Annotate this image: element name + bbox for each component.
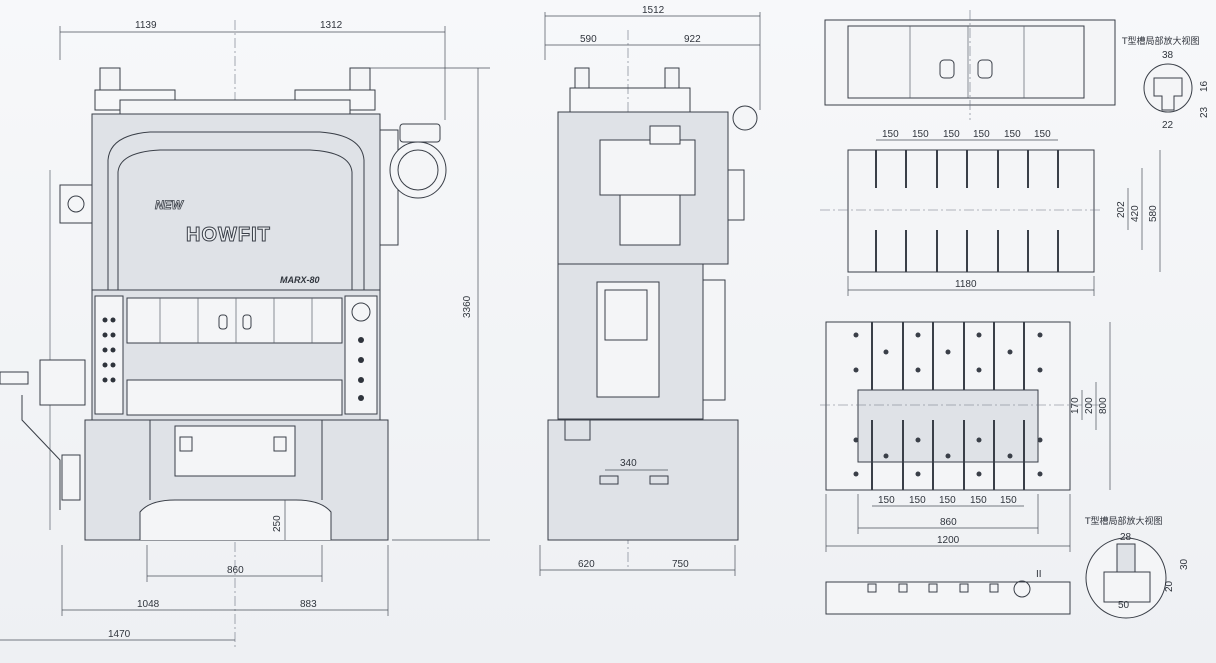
detail-title-lower: T型槽局部放大视图	[1084, 515, 1163, 527]
lower-width: 1200	[937, 535, 960, 546]
upper-width: 1180	[955, 279, 977, 290]
lower-height-2: 200	[1084, 397, 1095, 414]
detail-upper-dim-2: 16	[1199, 80, 1210, 92]
detail-upper-dim-1: 38	[1162, 50, 1174, 61]
upper-height-1: 202	[1116, 201, 1127, 218]
detail-title-upper: T型槽局部放大视图	[1121, 35, 1200, 47]
upper-pitch-6: 150	[1034, 129, 1051, 140]
detail-lower-dim-4: 50	[1118, 600, 1130, 611]
detail-lower-dim-2: 30	[1179, 558, 1190, 570]
dim-side-top-right: 922	[684, 34, 701, 45]
lower-pitch-2: 150	[909, 495, 926, 506]
badge-new-text: NEW	[155, 198, 185, 212]
dim-front-top-left: 1139	[135, 20, 157, 31]
dim-side-die: 340	[620, 458, 637, 469]
model-name-text: MARX-80	[280, 275, 320, 285]
dim-side-top-left: 590	[580, 34, 597, 45]
detail-upper-dim-3: 23	[1199, 106, 1210, 118]
upper-height-3: 580	[1148, 205, 1159, 222]
dim-front-top-right: 1312	[320, 20, 343, 31]
dim-front-bottom-right: 883	[300, 599, 317, 610]
dim-side-bottom-left: 620	[578, 559, 595, 570]
dim-front-height: 3360	[462, 295, 473, 318]
lower-pitch-1: 150	[878, 495, 895, 506]
dim-front-base: 860	[227, 565, 244, 576]
lower-pitch-4: 150	[970, 495, 987, 506]
lower-bolster: 150 150 150 150 150 170 200 800 860 1200…	[820, 321, 1190, 619]
brand-logo-text: HOWFIT	[186, 224, 271, 246]
lower-height-3: 800	[1098, 397, 1109, 414]
dim-front-250: 250	[272, 515, 283, 532]
detail-lower-dim-3: 20	[1164, 580, 1175, 592]
control-buttons	[102, 317, 364, 401]
lower-height-1: 170	[1070, 397, 1081, 414]
detail-lower-dim-1: 28	[1120, 532, 1132, 543]
bolster-holes	[853, 332, 1043, 477]
dim-side-bottom-right: 750	[672, 559, 689, 570]
lower-pitch-3: 150	[939, 495, 956, 506]
lower-pitch-5: 150	[1000, 495, 1017, 506]
lower-inner-width: 860	[940, 517, 957, 528]
upper-bolster: T型槽局部放大视图 38 16 23 22 150 150 150 150 15…	[820, 10, 1210, 296]
detail-mark: II	[1036, 569, 1042, 580]
detail-upper-dim-4: 22	[1162, 120, 1174, 131]
upper-pitch-2: 150	[912, 129, 929, 140]
upper-pitch-3: 150	[943, 129, 960, 140]
upper-pitch-1: 150	[882, 129, 899, 140]
upper-pitch-5: 150	[1004, 129, 1021, 140]
upper-height-2: 420	[1130, 205, 1141, 222]
dim-front-bottom-left: 1048	[137, 599, 160, 610]
front-view: NEW HOWFIT MARX-80	[0, 20, 490, 650]
dim-front-overall: 1470	[108, 629, 131, 640]
dim-side-top-total: 1512	[642, 5, 665, 16]
side-view: 1512 590 922 340 620 750	[539, 5, 761, 576]
upper-pitch-4: 150	[973, 129, 990, 140]
